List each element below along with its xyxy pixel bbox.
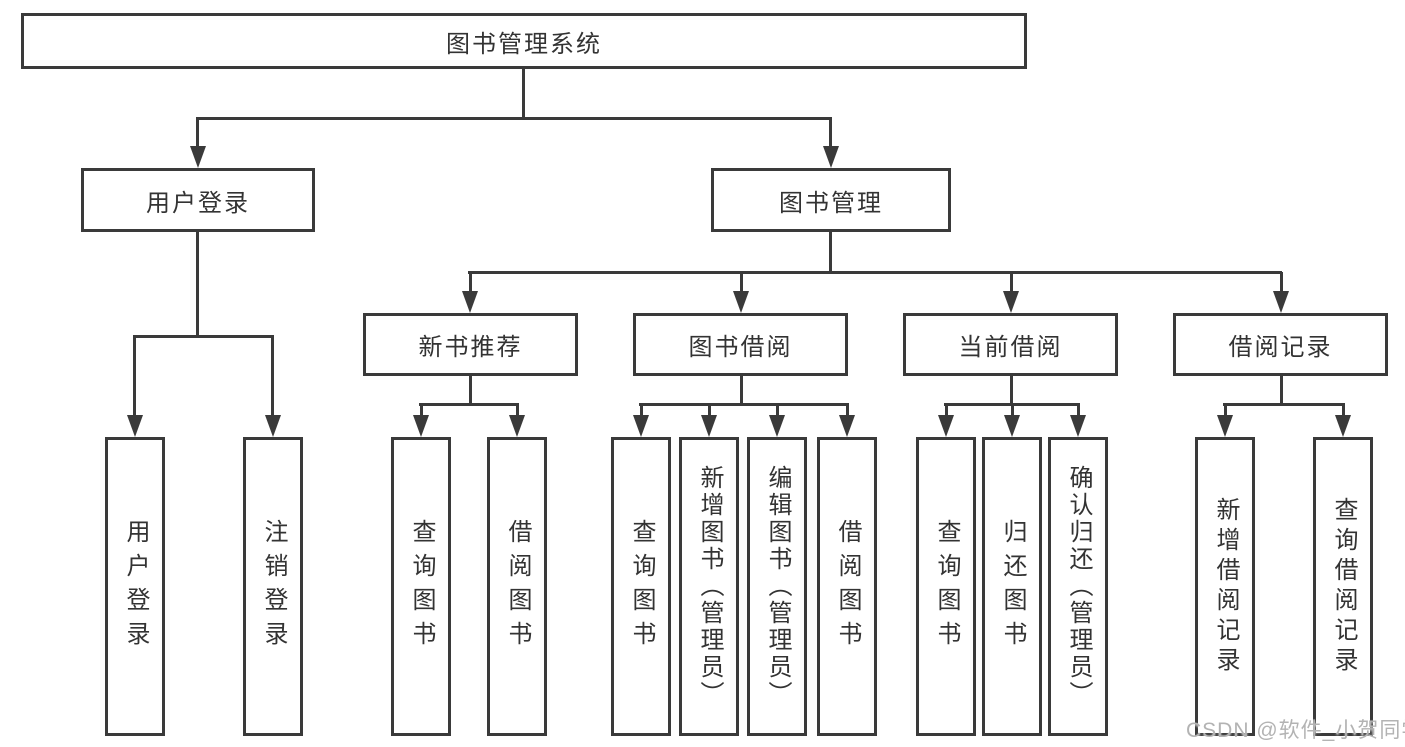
- leaf-edit-book-admin: 编辑图书（管理员）: [747, 437, 807, 736]
- arrow-down-icon: [1217, 415, 1233, 437]
- arrow-down-icon: [509, 415, 525, 437]
- leaf-borrow-books-recommend: 借阅图书: [487, 437, 547, 736]
- connector-line: [468, 271, 1282, 274]
- node-book-borrowing: 图书借阅: [633, 313, 848, 376]
- arrow-down-icon: [938, 415, 954, 437]
- connector-line: [522, 69, 525, 118]
- leaf-query-books-current: 查询图书: [916, 437, 976, 736]
- connector-line: [469, 376, 472, 405]
- connector-line: [196, 232, 199, 337]
- arrow-down-icon: [633, 415, 649, 437]
- connector-line: [945, 404, 948, 416]
- leaf-label: 查询图书: [408, 518, 435, 655]
- leaf-add-borrow-record: 新增借阅记录: [1195, 437, 1255, 736]
- node-book-management: 图书管理: [711, 168, 951, 232]
- arrow-down-icon: [1003, 291, 1019, 313]
- connector-line: [740, 272, 743, 292]
- leaf-label: 归还图书: [999, 518, 1026, 655]
- connector-line: [640, 404, 643, 416]
- connector-line: [1342, 404, 1345, 416]
- connector-line: [639, 403, 849, 406]
- arrow-down-icon: [1004, 415, 1020, 437]
- node-user-login: 用户登录: [81, 168, 315, 232]
- connector-line: [420, 404, 423, 416]
- connector-line: [740, 376, 743, 405]
- connector-line: [133, 335, 274, 338]
- leaf-label: 查询图书: [628, 518, 655, 655]
- node-current-borrowing: 当前借阅: [903, 313, 1118, 376]
- leaf-label: 编辑图书（管理员）: [764, 465, 791, 708]
- arrow-down-icon: [733, 291, 749, 313]
- leaf-label: 新增借阅记录: [1212, 496, 1239, 677]
- connector-line: [846, 404, 849, 416]
- arrow-down-icon: [127, 415, 143, 437]
- connector-line: [708, 404, 711, 416]
- connector-line: [1280, 272, 1283, 292]
- arrow-down-icon: [839, 415, 855, 437]
- leaf-query-books-recommend: 查询图书: [391, 437, 451, 736]
- arrow-down-icon: [413, 415, 429, 437]
- leaf-label: 借阅图书: [834, 518, 861, 655]
- leaf-logout: 注销登录: [243, 437, 303, 736]
- arrow-down-icon: [1070, 415, 1086, 437]
- connector-line: [1280, 376, 1283, 405]
- arrow-down-icon: [1335, 415, 1351, 437]
- connector-line: [419, 403, 519, 406]
- watermark: CSDN @软件_小贺同学: [1186, 719, 1405, 742]
- connector-line: [829, 118, 832, 148]
- connector-line: [1223, 403, 1345, 406]
- connector-line: [829, 232, 832, 273]
- leaf-label: 用户登录: [122, 518, 149, 655]
- connector-line: [1224, 404, 1227, 416]
- arrow-down-icon: [769, 415, 785, 437]
- connector-line: [133, 336, 136, 416]
- node-borrowing-records: 借阅记录: [1173, 313, 1388, 376]
- connector-line: [1011, 404, 1014, 416]
- leaf-confirm-return-admin: 确认归还（管理员）: [1048, 437, 1108, 736]
- leaf-user-login: 用户登录: [105, 437, 165, 736]
- leaf-query-borrow-record: 查询借阅记录: [1313, 437, 1373, 736]
- connector-line: [469, 272, 472, 292]
- leaf-label: 借阅图书: [504, 518, 531, 655]
- connector-line: [1010, 376, 1013, 405]
- arrow-down-icon: [190, 146, 206, 168]
- connector-line: [196, 118, 199, 148]
- leaf-add-book-admin: 新增图书（管理员）: [679, 437, 739, 736]
- leaf-label: 新增图书（管理员）: [696, 465, 723, 708]
- leaf-label: 查询图书: [933, 518, 960, 655]
- leaf-label: 查询借阅记录: [1330, 496, 1357, 677]
- node-new-book-recommendation: 新书推荐: [363, 313, 578, 376]
- node-library-management-system: 图书管理系统: [21, 13, 1027, 69]
- connector-line: [776, 404, 779, 416]
- arrow-down-icon: [1273, 291, 1289, 313]
- leaf-label: 确认归还（管理员）: [1065, 465, 1092, 708]
- connector-line: [196, 117, 832, 120]
- arrow-down-icon: [701, 415, 717, 437]
- leaf-return-book: 归还图书: [982, 437, 1042, 736]
- connector-line: [1077, 404, 1080, 416]
- connector-line: [1010, 272, 1013, 292]
- leaf-borrow-books-borrowing: 借阅图书: [817, 437, 877, 736]
- connector-line: [271, 336, 274, 416]
- arrow-down-icon: [462, 291, 478, 313]
- leaf-label: 注销登录: [260, 518, 287, 655]
- arrow-down-icon: [823, 146, 839, 168]
- leaf-query-books-borrowing: 查询图书: [611, 437, 671, 736]
- connector-line: [516, 404, 519, 416]
- arrow-down-icon: [265, 415, 281, 437]
